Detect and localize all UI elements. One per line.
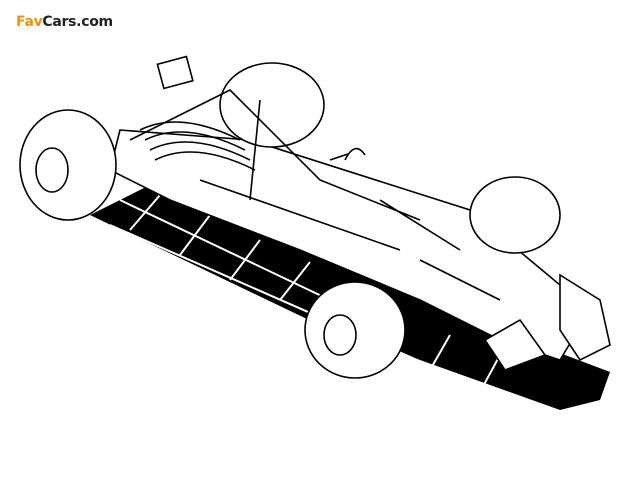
engine-exhaust-pipes xyxy=(139,121,256,171)
car-body xyxy=(19,55,611,379)
front-wing xyxy=(483,318,547,371)
favcars-watermark-logo: FavCars.com xyxy=(16,14,113,30)
front-right-wheel xyxy=(469,176,561,254)
logo-part-cars: Cars.com xyxy=(42,14,113,30)
airbox xyxy=(156,55,194,90)
logo-part-fav: Fav xyxy=(16,14,43,30)
rear-right-wheel xyxy=(219,62,325,148)
